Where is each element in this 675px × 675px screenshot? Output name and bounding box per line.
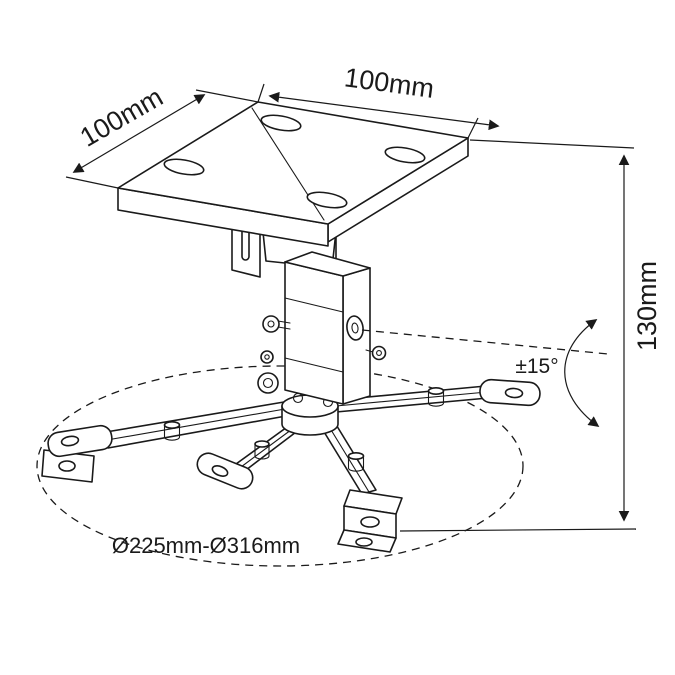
- foot-hole: [211, 465, 229, 477]
- plate-width-label: 100mm: [343, 62, 436, 103]
- extension-line: [257, 83, 265, 103]
- foot-hole: [504, 387, 524, 399]
- foot-hole: [60, 435, 80, 447]
- column-top-face: [284, 251, 371, 277]
- foot-hole: [58, 460, 76, 472]
- diameter-range-dashed-circle: [36, 365, 524, 567]
- standoff-post: [347, 451, 365, 472]
- foot-flange: [47, 424, 113, 458]
- foot-hole: [355, 537, 373, 547]
- standoff-post: [254, 440, 270, 460]
- plate-depth-label: 100mm: [75, 82, 168, 153]
- column-detail-line: [284, 357, 344, 373]
- height-label: 130mm: [632, 261, 662, 351]
- mounting-foot-front-left: [196, 452, 254, 490]
- dimension-line: [268, 91, 500, 131]
- extension-line: [399, 528, 637, 532]
- arm-ridge-line: [106, 408, 286, 441]
- mounting-foot-right: [479, 378, 541, 407]
- locking-bolt: [257, 372, 279, 394]
- column-detail-line: [284, 297, 344, 313]
- adjustment-knob: [260, 350, 274, 364]
- mounting-slot: [384, 146, 426, 164]
- base-diameter-label: Ø225mm-Ø316mm: [112, 533, 300, 558]
- arm-ridge-line: [335, 391, 488, 407]
- extension-line: [65, 176, 119, 189]
- column-front-face: [284, 261, 344, 405]
- mounting-foot-front-right: [337, 489, 403, 553]
- ceiling-plate: [117, 101, 469, 247]
- diameter-annotation: Ø225mm-Ø316mm: [112, 533, 300, 558]
- base-hub: [281, 392, 339, 436]
- dimension-height: 130mm: [399, 139, 662, 532]
- standoff-post: [163, 420, 181, 441]
- arm-ridge-line: [324, 419, 370, 493]
- dimension-line: [72, 94, 206, 173]
- tilt-axis-dashed-line: [361, 329, 609, 355]
- tilt-arc-arrow: [564, 319, 600, 427]
- mounting-slot: [306, 191, 348, 209]
- standoff-post: [427, 386, 445, 407]
- foot-hole: [360, 516, 380, 528]
- mounting-foot-left: [41, 424, 113, 483]
- tilt-annotation: ±15°: [361, 319, 609, 427]
- tilt-range-label: ±15°: [515, 355, 558, 378]
- spider-base: [41, 378, 541, 553]
- base-diameter-ellipse: [36, 365, 524, 567]
- extension-line: [467, 117, 479, 139]
- adjustment-hole: [346, 315, 364, 341]
- extension-line: [195, 89, 259, 103]
- side-knob: [365, 345, 387, 361]
- adjustment-knob: [262, 315, 291, 333]
- extension-line: [469, 139, 635, 149]
